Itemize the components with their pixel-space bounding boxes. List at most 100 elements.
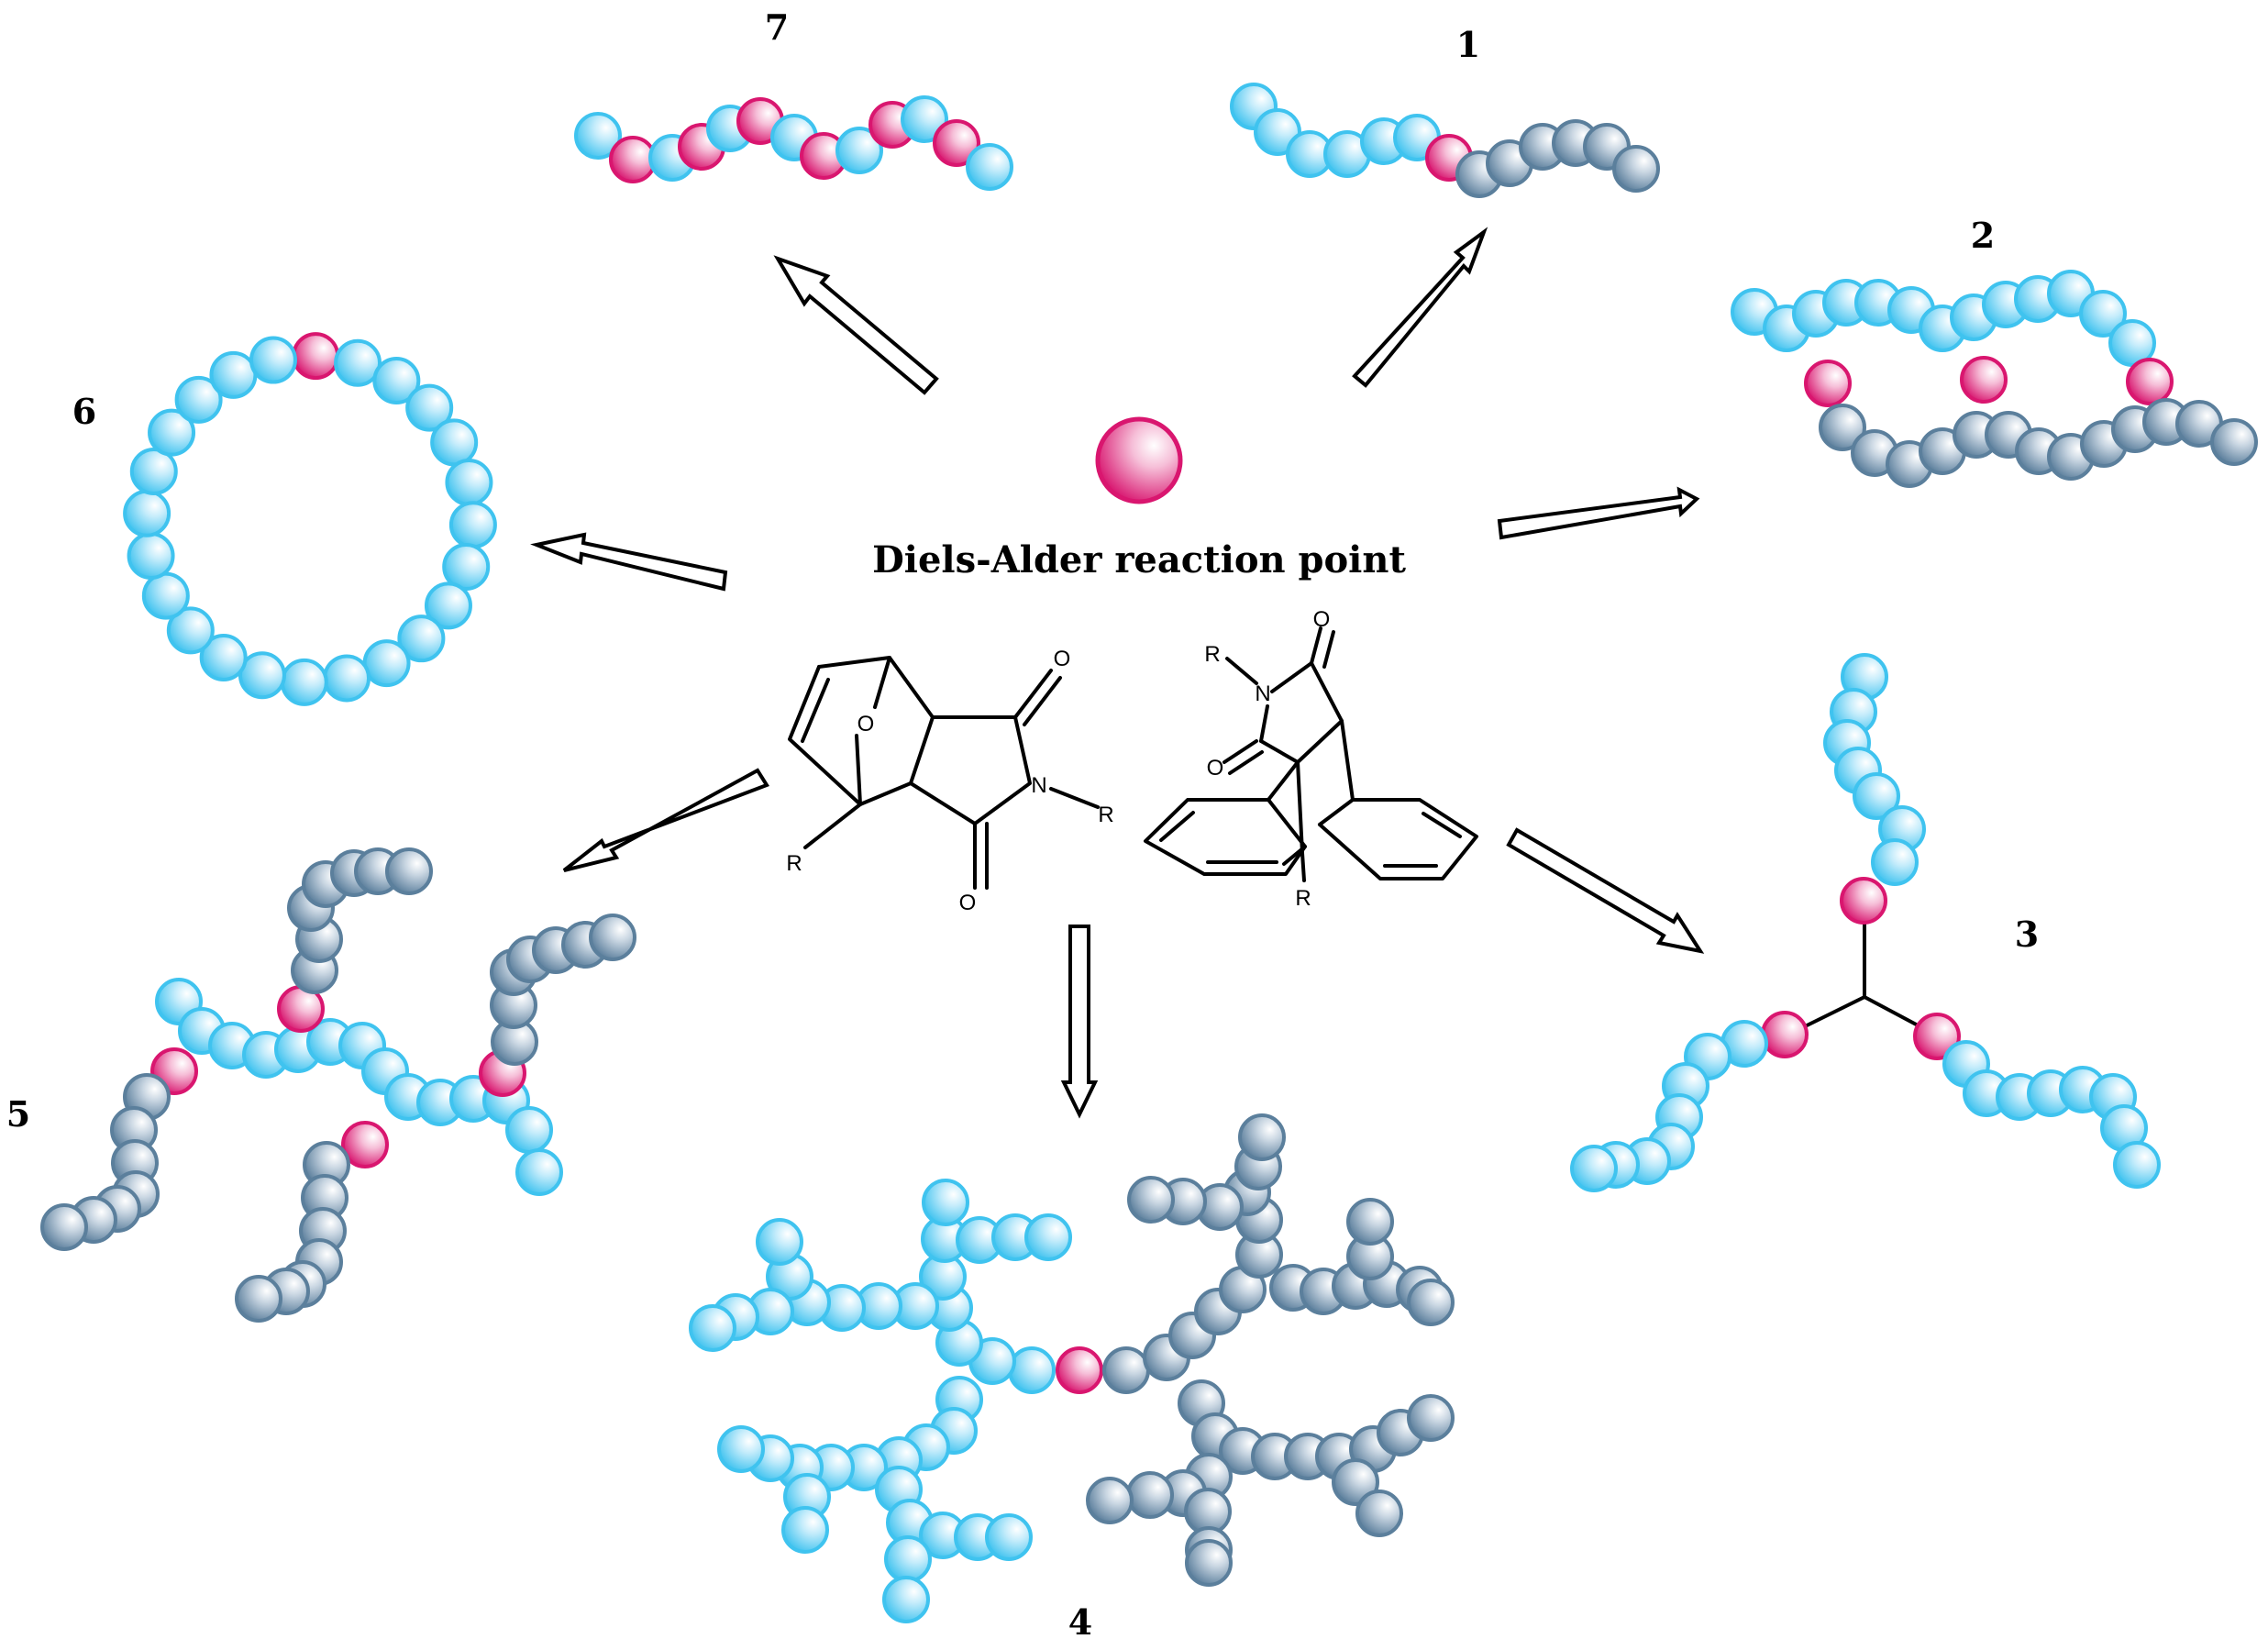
light-monomer-bead [405,383,454,432]
light-monomer-bead [882,1576,930,1623]
anthracene-maleimide-adduct-structure: O O N R R [1144,607,1478,911]
light-monomer-bead [209,350,258,399]
arrow-to-3 [1506,827,1705,954]
light-monomer-bead [141,571,190,620]
dark-monomer-bead [2210,418,2258,466]
light-monomer-bead [129,447,178,495]
dark-monomer-bead [1355,1489,1403,1537]
light-monomer-bead [901,95,948,143]
chem2-carbonyl-o-top: O [1313,607,1331,632]
arrow-to-4 [1060,925,1099,1119]
light-monomer-bead [148,408,196,457]
center-title: Diels-Alder reaction point [872,538,1406,581]
chem2-nitrogen: N [1255,681,1270,706]
light-monomer-bead [781,1506,829,1554]
dark-monomer-bead [1819,404,1866,451]
light-monomer-bead [505,1106,553,1154]
dark-monomer-bead [385,847,433,895]
light-monomer-bead [884,1535,932,1583]
chem1-carbonyl-o-top: O [1054,647,1071,671]
light-monomer-bead [835,127,883,174]
light-monomer-bead [174,375,223,424]
structure-4-dendrimer [689,1113,1455,1623]
light-monomer-bead [717,1425,765,1473]
structure-3-star [1570,653,2161,1192]
light-monomer-bead [123,489,171,537]
dark-monomer-bead [589,914,636,961]
light-monomer-bead [922,1179,969,1226]
label-structure-4: 4 [1068,1601,1092,1639]
dark-monomer-bead [1612,145,1660,193]
light-monomer-bead [1024,1213,1072,1261]
chem1-r-bridgehead: R [786,851,802,876]
reaction-point-bead [1960,356,2008,404]
dark-monomer-bead [1126,1471,1174,1519]
label-structure-2: 2 [1971,215,1995,256]
light-monomer-bead [574,112,622,160]
light-monomer-bead [334,338,382,387]
chem1-carbonyl-o-bottom: O [959,891,977,915]
light-monomer-bead [448,501,497,549]
chem1-r-nitrogen: R [1098,803,1113,827]
light-monomer-bead [1570,1145,1618,1192]
light-monomer-bead [127,532,175,581]
chem1-oxygen-bridge: O [857,712,875,736]
light-monomer-bead [280,658,328,706]
dark-monomer-bead [235,1275,282,1323]
light-monomer-bead [442,543,491,592]
arrow-to-1 [1352,227,1488,388]
light-monomer-bead [323,654,371,703]
dark-monomer-bead [40,1203,88,1251]
reaction-point-bead [933,119,980,167]
light-monomer-bead [756,1218,803,1266]
light-monomer-bead [1871,838,1919,886]
dark-monomer-bead [1102,1346,1150,1394]
light-monomer-bead [397,615,446,663]
reaction-point-bead [609,136,657,183]
arrow-to-7 [773,255,939,395]
label-structure-3: 3 [2015,914,2039,955]
light-monomer-bead [238,651,286,700]
light-monomer-bead [1853,772,1900,820]
structure-2-ladder-graft [1731,270,2258,488]
light-monomer-bead [2108,319,2156,367]
label-structure-5: 5 [6,1093,30,1135]
dark-monomer-bead [1407,1394,1455,1442]
light-monomer-bead [430,418,479,467]
label-structure-7: 7 [765,6,789,48]
structure-1-diblock [1230,83,1660,198]
light-monomer-bead [515,1148,563,1196]
furan-maleimide-adduct-structure: O O O N R R [786,647,1113,915]
dark-monomer-bead [1086,1477,1134,1524]
structure-5-graft [40,847,636,1323]
light-monomer-bead [689,1304,736,1352]
reaction-point-bead [1761,1011,1809,1058]
dark-monomer-bead [1127,1176,1175,1224]
reaction-point-bead [1095,416,1183,504]
dark-monomer-bead [1346,1198,1394,1246]
light-monomer-bead [362,639,411,688]
dark-monomer-bead [1185,1539,1233,1587]
chem2-r-nitrogen: R [1204,642,1220,667]
reaction-point-bead [1913,1013,1961,1060]
chem1-nitrogen: N [1031,773,1046,798]
arrow-to-5 [562,768,769,872]
reaction-point-bead [1840,877,1887,925]
label-structure-1: 1 [1456,24,1480,65]
dark-monomer-bead [1407,1279,1455,1326]
reaction-point-bead [341,1121,389,1168]
structure-6-cyclic [123,332,497,706]
light-monomer-bead [445,458,493,506]
reaction-point-bead [1056,1346,1103,1394]
light-monomer-bead [424,581,472,630]
arrow-to-2 [1497,486,1700,540]
chem2-carbonyl-o-bottom: O [1207,756,1224,781]
dark-monomer-bead [1332,1458,1379,1506]
light-monomer-bead [2079,290,2127,338]
dark-monomer-bead [1238,1113,1286,1161]
light-monomer-bead [2113,1141,2161,1189]
label-structure-6: 6 [72,391,96,432]
chem2-r-bridgehead: R [1295,886,1311,911]
structure-7-multiblock [574,95,1013,191]
